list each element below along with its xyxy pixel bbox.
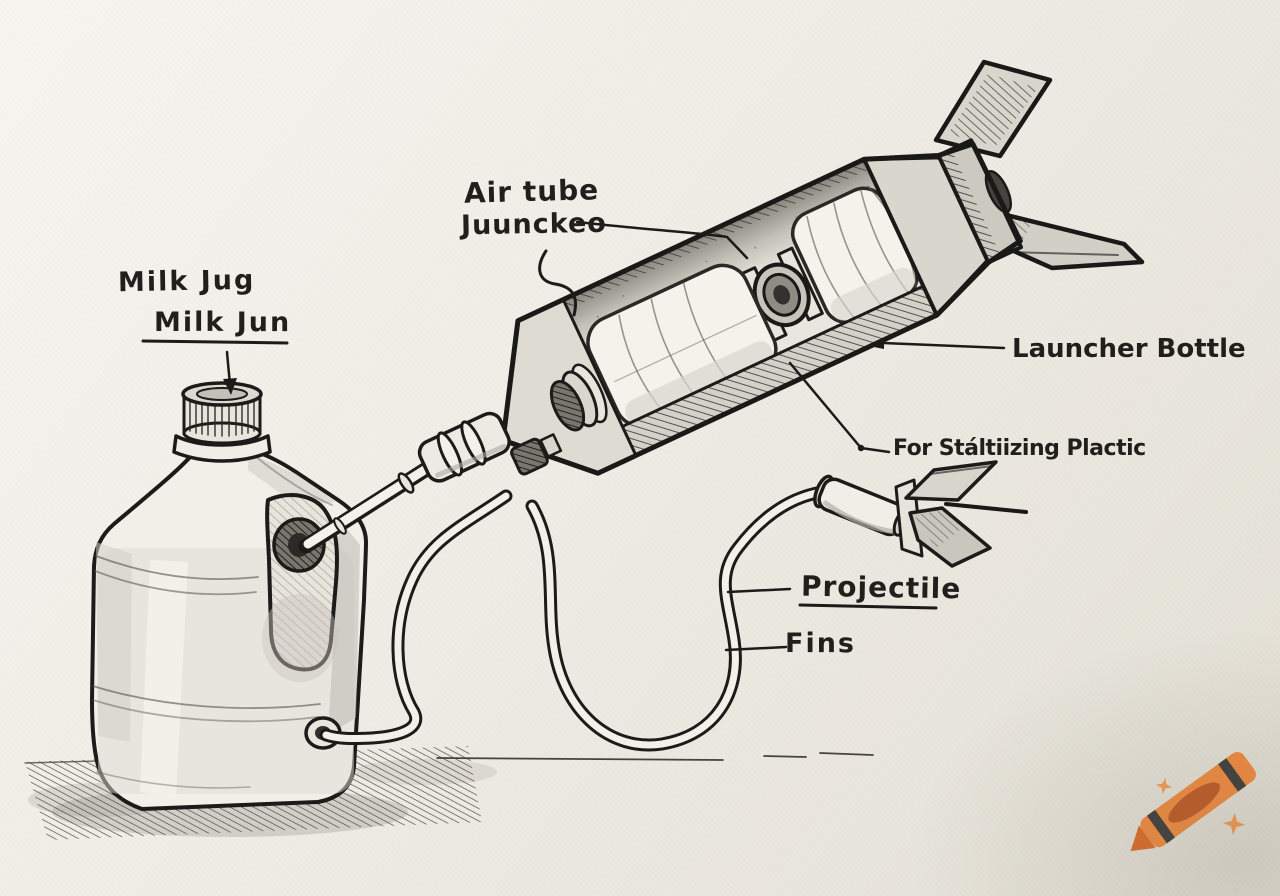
dart-fin-up [904,460,998,502]
jug-cap [172,381,272,463]
crayon-tip [1130,825,1156,852]
sparkle-icon [1155,777,1173,795]
launcher-hull [417,138,1024,483]
dart-fin-down [908,506,992,568]
dart-needle [944,502,1028,514]
handle-lower-shade [262,594,338,682]
launcher-assembly [417,59,1145,483]
sparkle-icon [1223,813,1245,835]
hull-outline [500,141,1023,476]
label-air-tube-line1: Air tube [463,173,600,210]
crayon-stripe [1146,809,1176,844]
jug-right-shade [328,518,360,734]
launcher-bottle-leader [882,341,1006,350]
air-tube-squiggle-arrow [538,249,578,317]
jug-highlight [140,560,188,798]
air-tube-leader [575,220,749,260]
hose-clamp [510,437,549,476]
label-projectile: Projectile [800,569,962,606]
milk-jug [90,381,368,811]
jug-shoulder-shade [248,452,336,506]
label-launcher-bottle: Launcher Bottle [1012,334,1246,364]
milk-jun-underline [141,339,289,345]
jug-neck-flange [172,434,272,463]
air-tube [298,460,436,554]
label-milk-jun: Milk Jun [154,307,292,338]
tube-collar [397,472,415,494]
launcher-nozzle [417,411,563,483]
leader-dot [857,444,865,452]
milk-jug-arrowhead [223,378,237,395]
label-air-tube-line2: Juunckeo [460,207,608,242]
projectile-dart [813,460,1028,568]
fins-leader [724,645,788,652]
projectile-leader [726,587,792,594]
jug-handle [262,493,339,682]
leader-arrowhead [869,338,884,349]
tube-collar [333,517,347,535]
crayon-stripe [1218,758,1247,792]
leader-lines [141,220,1006,652]
label-stabilizing: For Stáltiizing Plactic [893,436,1146,461]
cap-top-inner [196,387,248,401]
label-fins: Fins [785,628,856,659]
hose-bracket [539,433,563,458]
hoses [319,485,829,752]
launcher-fin-top [933,59,1053,159]
label-milk-jug: Milk Jug [117,264,256,299]
jug-ribs [92,451,333,789]
crayon-logo [1130,751,1256,852]
hull-bottom-band [582,284,937,474]
hose-to-projectile [525,485,829,752]
projectile-underline [798,603,938,610]
bottle1-cap [549,363,608,432]
jug-left-shade [96,542,132,742]
ground-line [436,752,874,761]
crayon-label-oval [1168,782,1220,823]
hose-to-jug [319,489,513,746]
bottle-coupling [739,246,824,343]
